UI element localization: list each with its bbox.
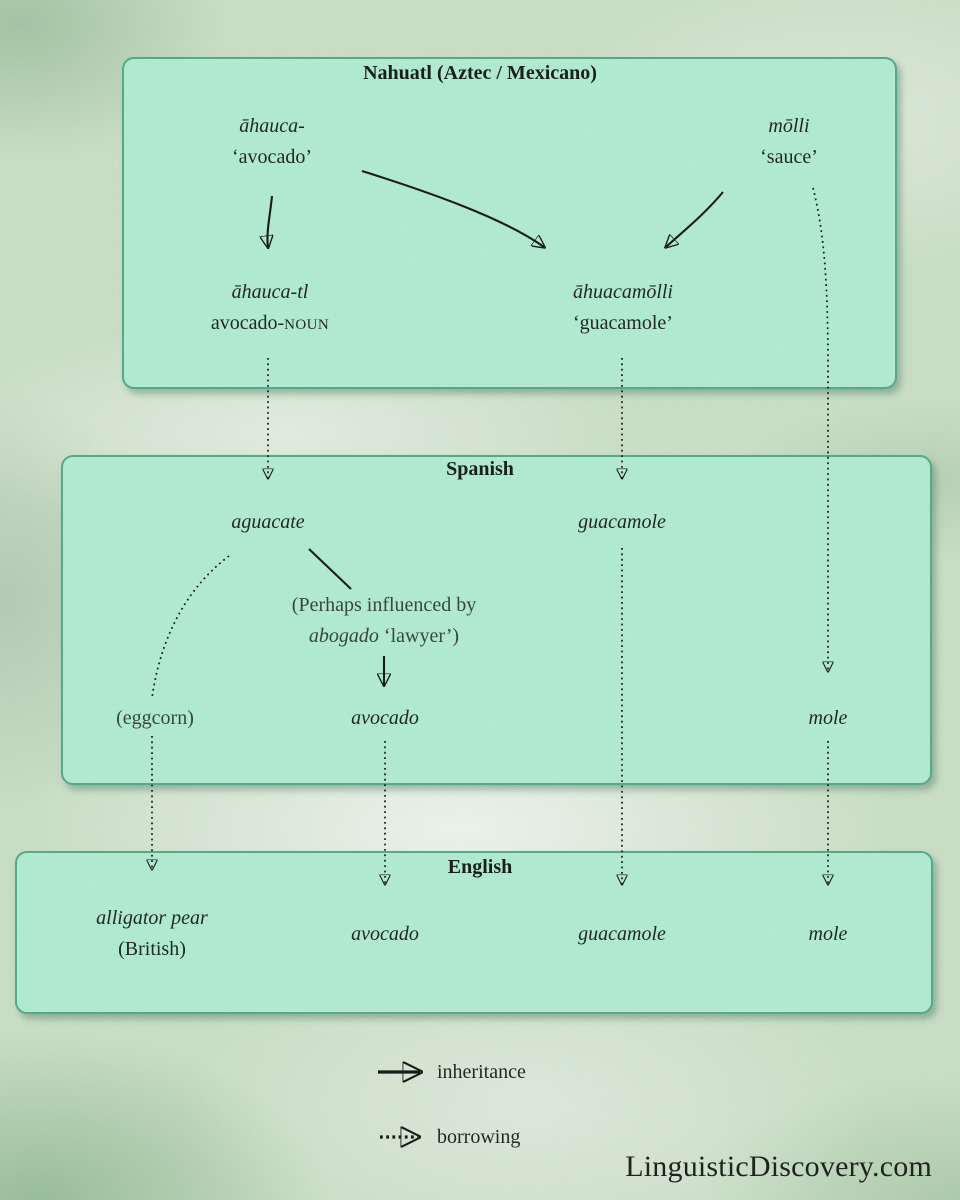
legend-inheritance-label: inheritance [437,1061,526,1083]
word-aguacate: aguacate [231,511,305,533]
word-molli-gloss: ‘sauce’ [760,146,818,168]
word-molli: mōlli ‘sauce’ [760,111,818,173]
word-guacamole-en: guacamole [578,923,666,945]
word-ahauca: āhauca- ‘avocado’ [232,111,312,173]
word-ahuacamolli: āhuacamōlli ‘guacamole’ [573,277,673,339]
word-ahauca-form: āhauca- [239,115,305,137]
word-avocado-es: avocado [351,707,419,729]
word-ahaucatl: āhauca-tl avocado-NOUN [211,277,329,341]
word-ahuacamolli-gloss: ‘guacamole’ [573,312,673,334]
word-alligator-pear: alligator pear (British) [96,903,208,965]
word-mole-en: mole [808,923,848,945]
spanish-box [61,455,932,785]
note-perhaps-influenced: (Perhaps influenced by abogado ‘lawyer’) [292,590,476,652]
word-molli-form: mōlli [768,115,810,137]
nahuatl-title: Nahuatl (Aztec / Mexicano) [363,62,597,84]
spanish-title: Spanish [446,458,514,480]
note-line1: (Perhaps influenced by [291,594,477,616]
word-ahuacamolli-form: āhuacamōlli [573,281,673,303]
word-mole-es: mole [808,707,848,729]
word-ahaucatl-form: āhauca-tl [231,281,309,303]
english-title: English [447,856,513,878]
word-ahauca-gloss: ‘avocado’ [232,146,312,168]
legend-borrowing-label: borrowing [437,1126,521,1148]
label-british: (British) [118,938,186,960]
word-avocado-en: avocado [351,923,419,945]
word-guacamole-es: guacamole [578,511,666,533]
word-ahaucatl-gloss: avocado-NOUN [210,312,330,334]
label-eggcorn: (eggcorn) [116,707,194,729]
note-line2: abogado ‘lawyer’) [308,625,460,647]
watermark: LinguisticDiscovery.com [625,1150,932,1183]
